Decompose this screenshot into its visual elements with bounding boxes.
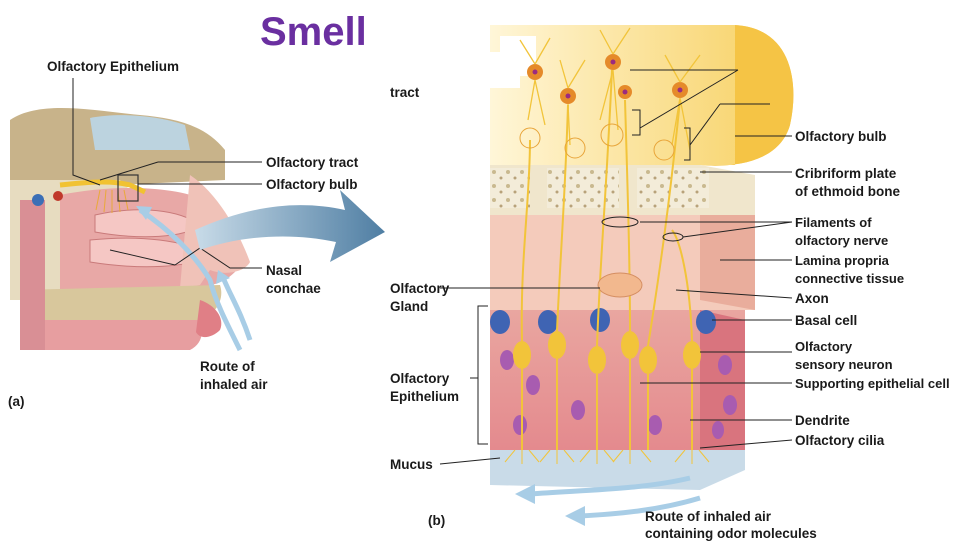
olfactory-detail <box>490 25 793 526</box>
panel-b-label: (b) <box>428 512 445 529</box>
label-route-b-line2: containing odor molecules <box>645 525 817 542</box>
label-epithelium-b-line1: Olfactory <box>390 370 449 387</box>
label-olfactory-cilia: Olfactory cilia <box>795 432 884 449</box>
label-axon: Axon <box>795 290 829 307</box>
label-route-a-line2: inhaled air <box>200 376 268 393</box>
label-gland-line2: Gland <box>390 298 428 315</box>
label-epithelium-b-line2: Epithelium <box>390 388 459 405</box>
panel-a-label: (a) <box>8 393 25 410</box>
label-lamina-line1: Lamina propria <box>795 252 889 269</box>
label-route-a-line1: Route of <box>200 358 255 375</box>
label-route-b-line1: Route of inhaled air <box>645 508 771 525</box>
label-gland-line1: Olfactory <box>390 280 449 297</box>
label-nasal-conchae-line1: Nasal <box>266 262 302 279</box>
label-basal-cell: Basal cell <box>795 312 857 329</box>
label-dendrite: Dendrite <box>795 412 850 429</box>
label-lamina-line2: connective tissue <box>795 270 904 287</box>
label-filaments-line2: olfactory nerve <box>795 232 888 249</box>
label-olfactory-tract: Olfactory tract <box>266 154 358 171</box>
label-mucus: Mucus <box>390 456 433 473</box>
label-cribriform-line1: Cribriform plate <box>795 165 896 182</box>
label-tract-fragment: tract <box>390 84 419 101</box>
label-cribriform-line2: of ethmoid bone <box>795 183 900 200</box>
label-nasal-conchae-line2: conchae <box>266 280 321 297</box>
label-sensory-neuron-line1: Olfactory <box>795 338 852 355</box>
label-olfactory-bulb-a: Olfactory bulb <box>266 176 358 193</box>
label-supporting-cell: Supporting epithelial cell <box>795 375 950 392</box>
label-olfactory-bulb-b: Olfactory bulb <box>795 128 887 145</box>
label-sensory-neuron-line2: sensory neuron <box>795 356 893 373</box>
label-olfactory-epithelium-a: Olfactory Epithelium <box>47 58 179 75</box>
label-filaments-line1: Filaments of <box>795 214 872 231</box>
